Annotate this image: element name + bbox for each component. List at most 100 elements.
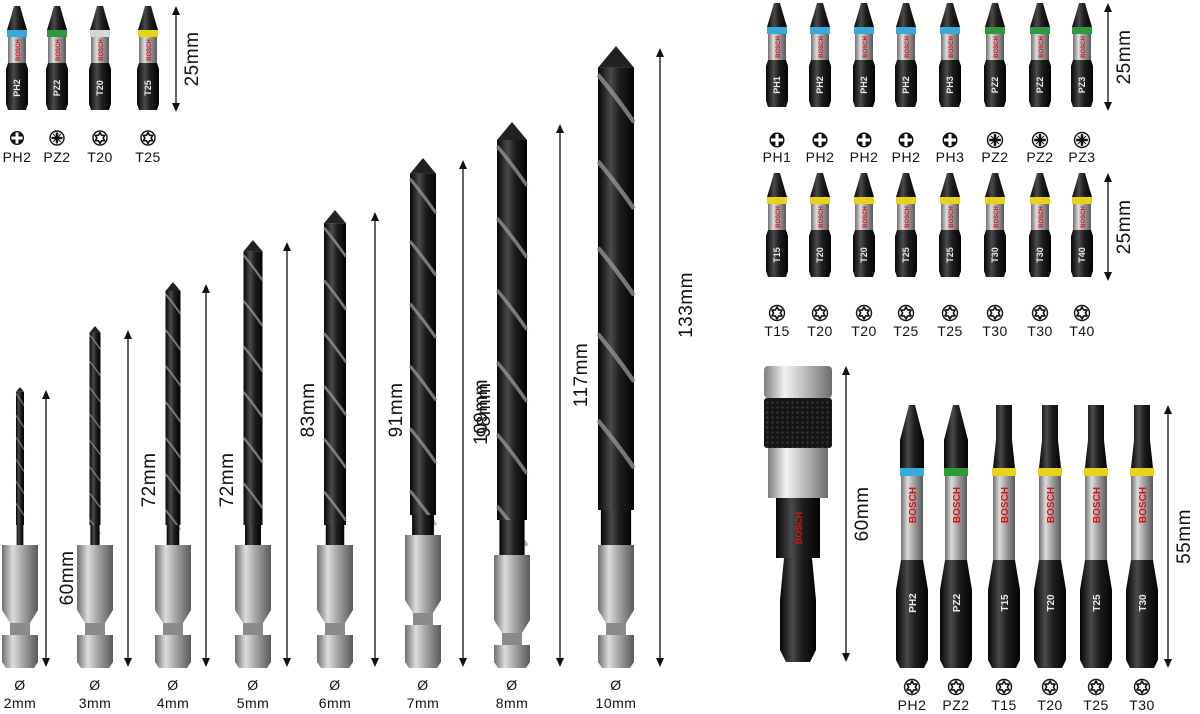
right_row2-dimension-label: 25mm [1114, 200, 1135, 255]
color-band [767, 27, 787, 34]
bit-tip [1072, 173, 1092, 197]
diameter-symbol: Ø [247, 677, 258, 693]
hex-shank [598, 545, 634, 623]
brand-logo: BOSCH [1039, 36, 1045, 58]
drill-diameter-label: 10mm [596, 695, 637, 711]
hex-groove [163, 623, 183, 635]
hex-groove [85, 623, 105, 635]
hex-shank [137, 63, 159, 110]
drill-length-label: 91mm [386, 383, 407, 438]
torsion-zone [768, 204, 786, 230]
drill-length-dimension: 117mm [556, 124, 592, 667]
torsion-zone [139, 37, 157, 63]
drill-length-dimension: 133mm [656, 48, 697, 667]
brand-logo: BOSCH [1081, 206, 1087, 228]
bit-code: T20 [815, 247, 825, 263]
bit-size-label: T20 [851, 323, 877, 339]
flute-highlight [88, 466, 102, 482]
diameter-symbol: Ø [329, 677, 340, 693]
hex-shank [939, 60, 961, 107]
flute-highlight [596, 73, 636, 124]
torsion-zone [941, 204, 959, 230]
bit-size-label: T30 [982, 323, 1008, 339]
bit-size-label: PZ2 [981, 149, 1008, 165]
hex-end [317, 635, 353, 668]
hex-shank [896, 560, 928, 668]
bit-tip [1072, 3, 1092, 27]
pozidriv-icon [49, 130, 65, 146]
torx-icon [986, 304, 1004, 322]
holder-dimension: 60mm [842, 366, 873, 662]
drill-shank [166, 525, 180, 545]
flute-highlight [495, 432, 529, 475]
bit-tip [767, 3, 787, 27]
bit-size-label: T20 [1037, 697, 1063, 713]
flute-highlight [164, 329, 182, 351]
brand-logo: BOSCH [776, 36, 782, 58]
bit-tip [47, 6, 67, 30]
flute-highlight [88, 334, 102, 350]
torsion-zone [1031, 204, 1049, 230]
brand-logo: BOSCH [863, 36, 869, 58]
torsion-zone [1031, 34, 1049, 60]
flute-highlight [164, 365, 182, 387]
brand-logo: BOSCH [99, 39, 105, 61]
phillips-icon [769, 132, 785, 148]
long-bit-group: BOSCHPH2PH2BOSCHPZ2PZ2BOSCHT15T15BOSCHT2… [896, 405, 1195, 713]
brand-logo: BOSCH [1039, 206, 1045, 228]
drill-shank [16, 525, 24, 545]
brand-logo: BOSCH [56, 39, 62, 61]
bit-size-label: PH2 [806, 149, 835, 165]
phillips-icon [856, 132, 872, 148]
brand-logo: BOSCH [776, 206, 782, 228]
hex-end [235, 635, 271, 668]
diameter-symbol: Ø [417, 677, 428, 693]
drill-shank [412, 515, 434, 535]
flute-highlight [88, 492, 102, 509]
color-band [940, 27, 960, 34]
bit-code: T25 [901, 247, 911, 263]
bit-code: PH2 [908, 593, 919, 613]
hex-shank [984, 60, 1006, 107]
drill-length-label: 109mm [471, 379, 492, 445]
hex-shank [1126, 560, 1158, 668]
bit-code: PH3 [945, 76, 955, 94]
color-band [900, 468, 924, 476]
hex-shank [809, 60, 831, 107]
bit-size-label: PZ2 [942, 697, 969, 713]
bit-tip [944, 405, 968, 468]
flute-highlight [596, 419, 636, 470]
bit-code: T25 [945, 247, 955, 263]
torsion-zone [8, 37, 26, 63]
bit-size-label: PH3 [936, 149, 965, 165]
flute-highlight [322, 437, 348, 469]
holder-dimension-label: 60mm [852, 487, 873, 542]
bit-size-label: PH2 [850, 149, 879, 165]
flute-highlight [15, 415, 25, 428]
drill-diameter-label: 8mm [496, 695, 529, 711]
brand-logo: BOSCH [819, 206, 825, 228]
hex-shank [1071, 60, 1093, 107]
hex-groove [413, 613, 433, 625]
hex-shank [984, 230, 1006, 277]
torsion-zone [48, 37, 66, 63]
flute-highlight [242, 254, 264, 281]
torx-icon [1087, 678, 1105, 696]
bit-size-label: PH1 [763, 149, 792, 165]
bit-size-label: PH2 [3, 149, 32, 165]
flute-highlight [242, 482, 264, 509]
drill-tip [324, 210, 346, 224]
drill-flute [89, 332, 101, 525]
drill-length-dimension: 72mm [124, 330, 160, 667]
hex-groove [606, 623, 626, 635]
bit-tip [854, 173, 874, 197]
brand-logo: BOSCH [908, 487, 919, 523]
brand-logo: BOSCH [905, 206, 911, 228]
torsion-zone [855, 34, 873, 60]
bit-tip [1085, 405, 1107, 468]
